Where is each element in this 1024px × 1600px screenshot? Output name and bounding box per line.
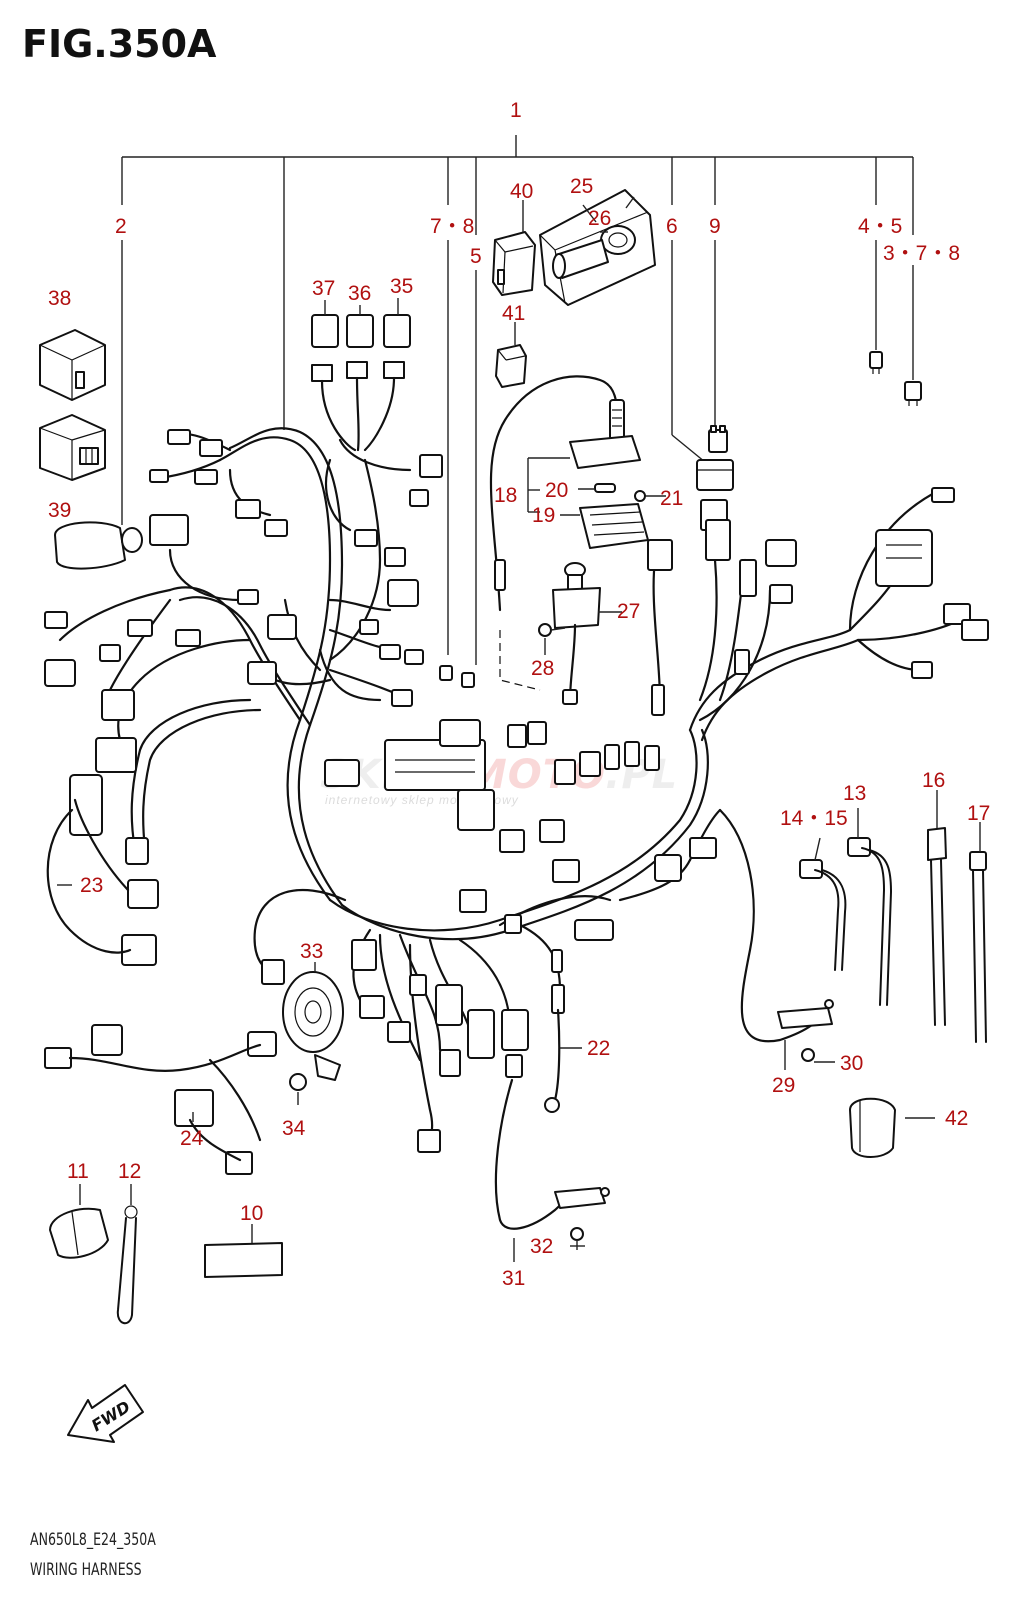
part-18-bracket [527, 435, 641, 513]
part-34-bolt [289, 1073, 307, 1105]
part-28-screw [538, 623, 566, 655]
callout-37: 37 [312, 277, 335, 300]
callout-6: 6 [666, 215, 678, 238]
callout-35: 35 [390, 275, 413, 298]
part-30-bolt [801, 1048, 835, 1063]
part-25-socket [539, 189, 656, 306]
part-2-boot [54, 521, 143, 570]
callout-17: 17 [967, 802, 990, 825]
callout-4-5: 4・5 [858, 215, 902, 238]
part-24-branch [188, 1118, 242, 1162]
callout-14-15: 14・15 [780, 807, 848, 830]
callout-16: 16 [922, 769, 945, 792]
part-39-relay [39, 414, 106, 481]
part-33-horn [282, 962, 344, 1081]
callout-32: 32 [530, 1235, 553, 1258]
part-13-band [847, 808, 893, 1006]
part-11-clip [49, 1184, 109, 1259]
fwd-arrow-icon: FWD [67, 1384, 144, 1443]
callout-18: 18 [494, 484, 517, 507]
callout-33: 33 [300, 940, 323, 963]
callout-41: 41 [502, 302, 525, 325]
part-10-pad [204, 1224, 283, 1278]
part-24-branch-b [208, 1058, 262, 1142]
part-35-37-connectors [311, 298, 411, 452]
callout-25: 25 [570, 175, 593, 198]
leader-25 [582, 204, 597, 223]
callout-24: 24 [180, 1127, 204, 1150]
callout-10: 10 [240, 1202, 263, 1225]
callout-20: 20 [545, 479, 568, 502]
callout-13: 13 [843, 782, 866, 805]
section-name: WIRING HARNESS [30, 1560, 142, 1580]
part-20-pin [578, 483, 616, 493]
part-9-fuse [708, 425, 728, 453]
part-27-switch [552, 562, 622, 705]
main-harness [58, 427, 962, 1147]
part-21-screw [634, 490, 666, 502]
callout-3-7-8: 3・7・8 [883, 242, 960, 265]
callout-12: 12 [118, 1160, 141, 1183]
part-12-strap [116, 1184, 138, 1325]
callout-40: 40 [510, 180, 533, 203]
callout-27: 27 [617, 600, 640, 623]
callout-23: 23 [80, 874, 103, 897]
callout-28: 28 [531, 657, 554, 680]
part-24-harness [68, 1043, 262, 1072]
callout-21: 21 [660, 487, 683, 510]
callout-36: 36 [348, 282, 371, 305]
callout-38: 38 [48, 287, 71, 310]
part-17-tie [969, 822, 987, 1043]
callout-39: 39 [48, 499, 71, 522]
part-29-sensor [777, 999, 834, 1070]
callout-42: 42 [945, 1107, 968, 1130]
callout-labels: 1 2 7・8 5 40 25 26 6 9 4・5 3・7・8 38 37 3… [48, 99, 990, 1290]
part-3-7-8-fuse [904, 381, 922, 406]
part-4-5-fuse [869, 351, 883, 374]
part-1-bracket [121, 135, 914, 665]
part-23-branch [73, 798, 130, 892]
part-41 [495, 344, 527, 388]
callout-9: 9 [709, 215, 721, 238]
figure-title: FIG.350A [22, 22, 217, 66]
callout-1: 1 [510, 99, 522, 122]
callout-7-8-a: 7・8 [430, 215, 474, 238]
part-32-bolt [570, 1227, 585, 1250]
part-22-wire [544, 1008, 582, 1113]
callout-2: 2 [115, 215, 127, 238]
part-16-tie [927, 790, 947, 1026]
part-18-wire [489, 375, 625, 691]
part-38-relay [39, 329, 106, 401]
callout-29: 29 [772, 1074, 795, 1097]
callout-34: 34 [282, 1117, 306, 1140]
part-19-housing [560, 503, 649, 549]
callout-22: 22 [587, 1037, 610, 1060]
part-42-clamp [849, 1097, 935, 1158]
callout-11: 11 [67, 1160, 89, 1183]
callout-26: 26 [588, 207, 611, 230]
callout-30: 30 [840, 1052, 863, 1075]
callout-5-a: 5 [470, 245, 482, 268]
generic-connectors [44, 429, 989, 1175]
model-code: AN650L8_E24_350A [30, 1530, 156, 1550]
callout-31: 31 [502, 1267, 525, 1290]
part-31-wire [494, 1078, 610, 1262]
part-14-15-band [799, 837, 847, 971]
part-40 [492, 231, 536, 296]
part-23-harness [46, 808, 132, 954]
part-7-8-5-fuses [439, 665, 475, 688]
callout-19: 19 [532, 504, 555, 527]
